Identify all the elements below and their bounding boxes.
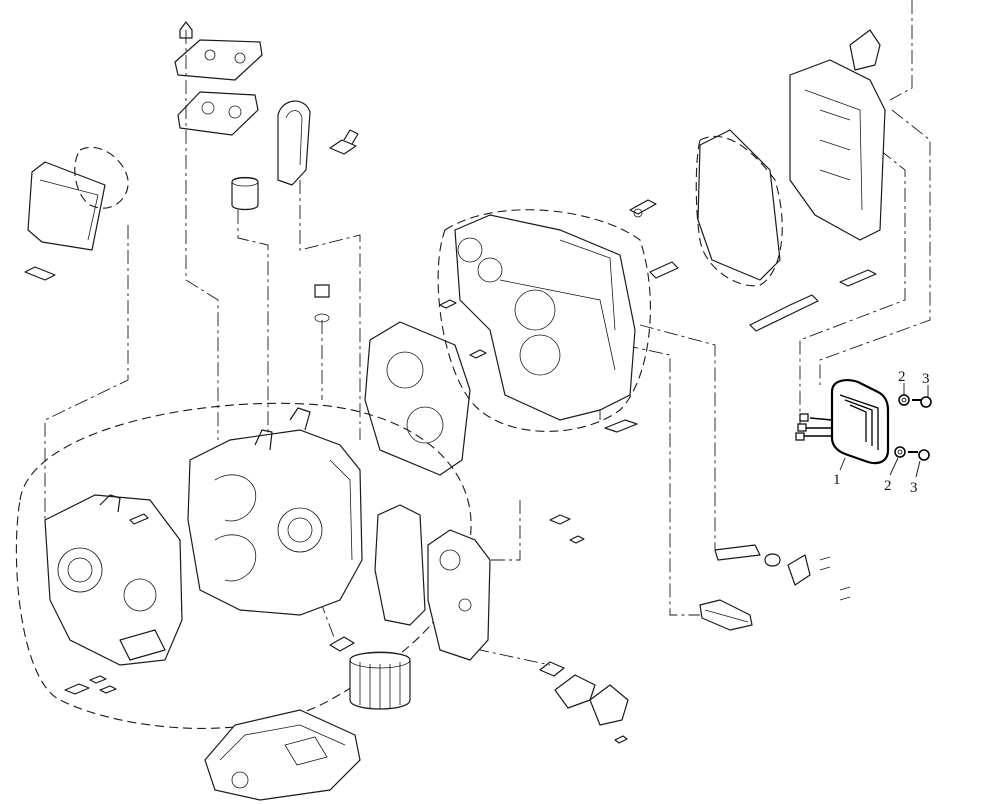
bolts-right bbox=[749, 269, 877, 332]
gasket-right bbox=[697, 129, 781, 281]
bolt-left bbox=[24, 266, 56, 281]
callout-label-1: 1 bbox=[833, 472, 841, 488]
callout-label-3-bottom: 3 bbox=[910, 480, 918, 496]
cylinder-head bbox=[454, 214, 636, 421]
bolt-3-top bbox=[912, 396, 932, 408]
connector-pins bbox=[795, 413, 833, 441]
filter-fitting bbox=[329, 636, 355, 652]
bolts-lower-left bbox=[64, 675, 117, 695]
bolt-3-bottom bbox=[908, 449, 930, 461]
u-bracket bbox=[277, 100, 311, 186]
group-outlines bbox=[15, 135, 783, 729]
oil-filter bbox=[349, 651, 411, 710]
cover-plate-top bbox=[174, 21, 263, 136]
assembly-lines bbox=[44, 0, 931, 666]
cylinder-block bbox=[187, 407, 363, 616]
head-bolts bbox=[439, 199, 679, 433]
drain-plug bbox=[314, 284, 330, 323]
washer-2-top bbox=[898, 394, 910, 406]
bottom-plate bbox=[204, 709, 361, 801]
small-bolt-top bbox=[329, 129, 359, 155]
cylinder-head-gasket bbox=[364, 321, 471, 476]
bushing bbox=[231, 176, 259, 211]
small-parts-mid bbox=[549, 514, 585, 544]
thermo-sender bbox=[539, 661, 629, 744]
thermostat-cover-left bbox=[27, 161, 106, 251]
highlighted-part-1 bbox=[795, 379, 890, 465]
callout-leaders bbox=[839, 383, 929, 478]
callout-label-3-top: 3 bbox=[922, 371, 930, 387]
callout-label-2-top: 2 bbox=[898, 369, 906, 385]
side-cover bbox=[427, 529, 491, 661]
side-cover-gasket bbox=[374, 504, 426, 626]
callout-labels: 2 3 1 2 3 bbox=[833, 369, 930, 496]
spark-plug bbox=[699, 599, 753, 631]
washer-2-bottom bbox=[894, 446, 906, 458]
oil-pressure-sender bbox=[714, 544, 851, 601]
callout-label-2-bottom: 2 bbox=[884, 478, 892, 494]
exhaust-cover bbox=[789, 29, 886, 241]
crankcase-half bbox=[44, 494, 183, 666]
